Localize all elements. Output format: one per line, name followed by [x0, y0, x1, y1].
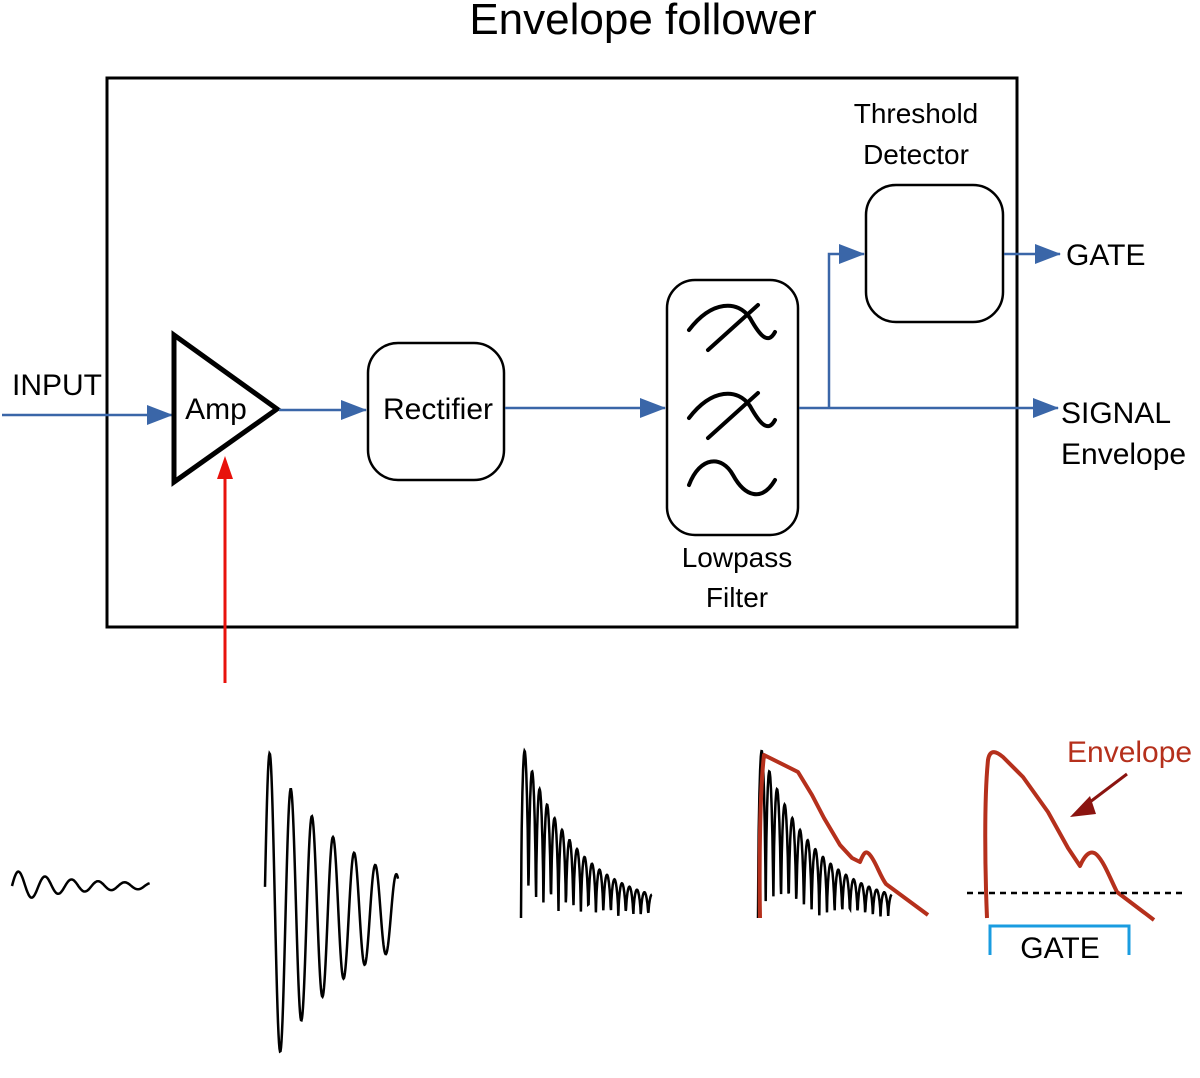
gain-control-arrowhead-icon — [217, 456, 233, 479]
filter-strike-1-icon — [706, 303, 760, 352]
input-waveform — [10, 870, 151, 899]
envelope-output-label: Envelope — [1061, 438, 1186, 471]
threshold-label-line1: Threshold — [854, 98, 979, 129]
gate-output-label: GATE — [1066, 239, 1145, 272]
signal-label: SIGNAL — [1061, 397, 1171, 430]
rectified-waveform — [519, 747, 653, 919]
amp-block: Amp — [171, 330, 282, 487]
lowpass-box — [665, 278, 800, 537]
rectified-overlay-waveform — [756, 749, 893, 919]
threshold-label-line2: Detector — [863, 139, 969, 170]
filter-strike-2-icon — [706, 391, 760, 440]
diagram-title: Envelope follower — [469, 0, 816, 44]
enclosure-frame — [105, 76, 1019, 629]
lowpass-label-line1: Lowpass — [682, 542, 793, 573]
rectifier-box — [366, 341, 506, 482]
envelope-curve — [983, 750, 1156, 922]
rectifier-label: Rectifier — [383, 393, 493, 426]
lowpass-label-line2: Filter — [706, 582, 768, 613]
lowpass-filter-block: Lowpass Filter — [665, 278, 800, 613]
gate-bracket — [988, 924, 1131, 955]
gate-waveform-label: GATE — [1020, 932, 1099, 965]
filter-wave-3-icon — [687, 459, 777, 497]
amp-triangle-icon — [171, 330, 282, 487]
filter-wave-1-icon — [687, 303, 777, 341]
threshold-box — [864, 183, 1005, 324]
overlay-envelope-curve — [757, 753, 930, 919]
amp-label: Amp — [185, 393, 247, 426]
envelope-annotation: Envelope — [1067, 736, 1192, 769]
filter-wave-2-icon — [687, 391, 777, 429]
rectifier-block: Rectifier — [366, 341, 506, 482]
amplified-waveform — [263, 750, 400, 1054]
lowpass-to-threshold-arrow — [827, 244, 865, 408]
input-label: INPUT — [12, 369, 102, 402]
envelope-pointer-arrowhead-icon — [1070, 796, 1096, 817]
threshold-detector-block: Threshold Detector — [854, 98, 1005, 324]
